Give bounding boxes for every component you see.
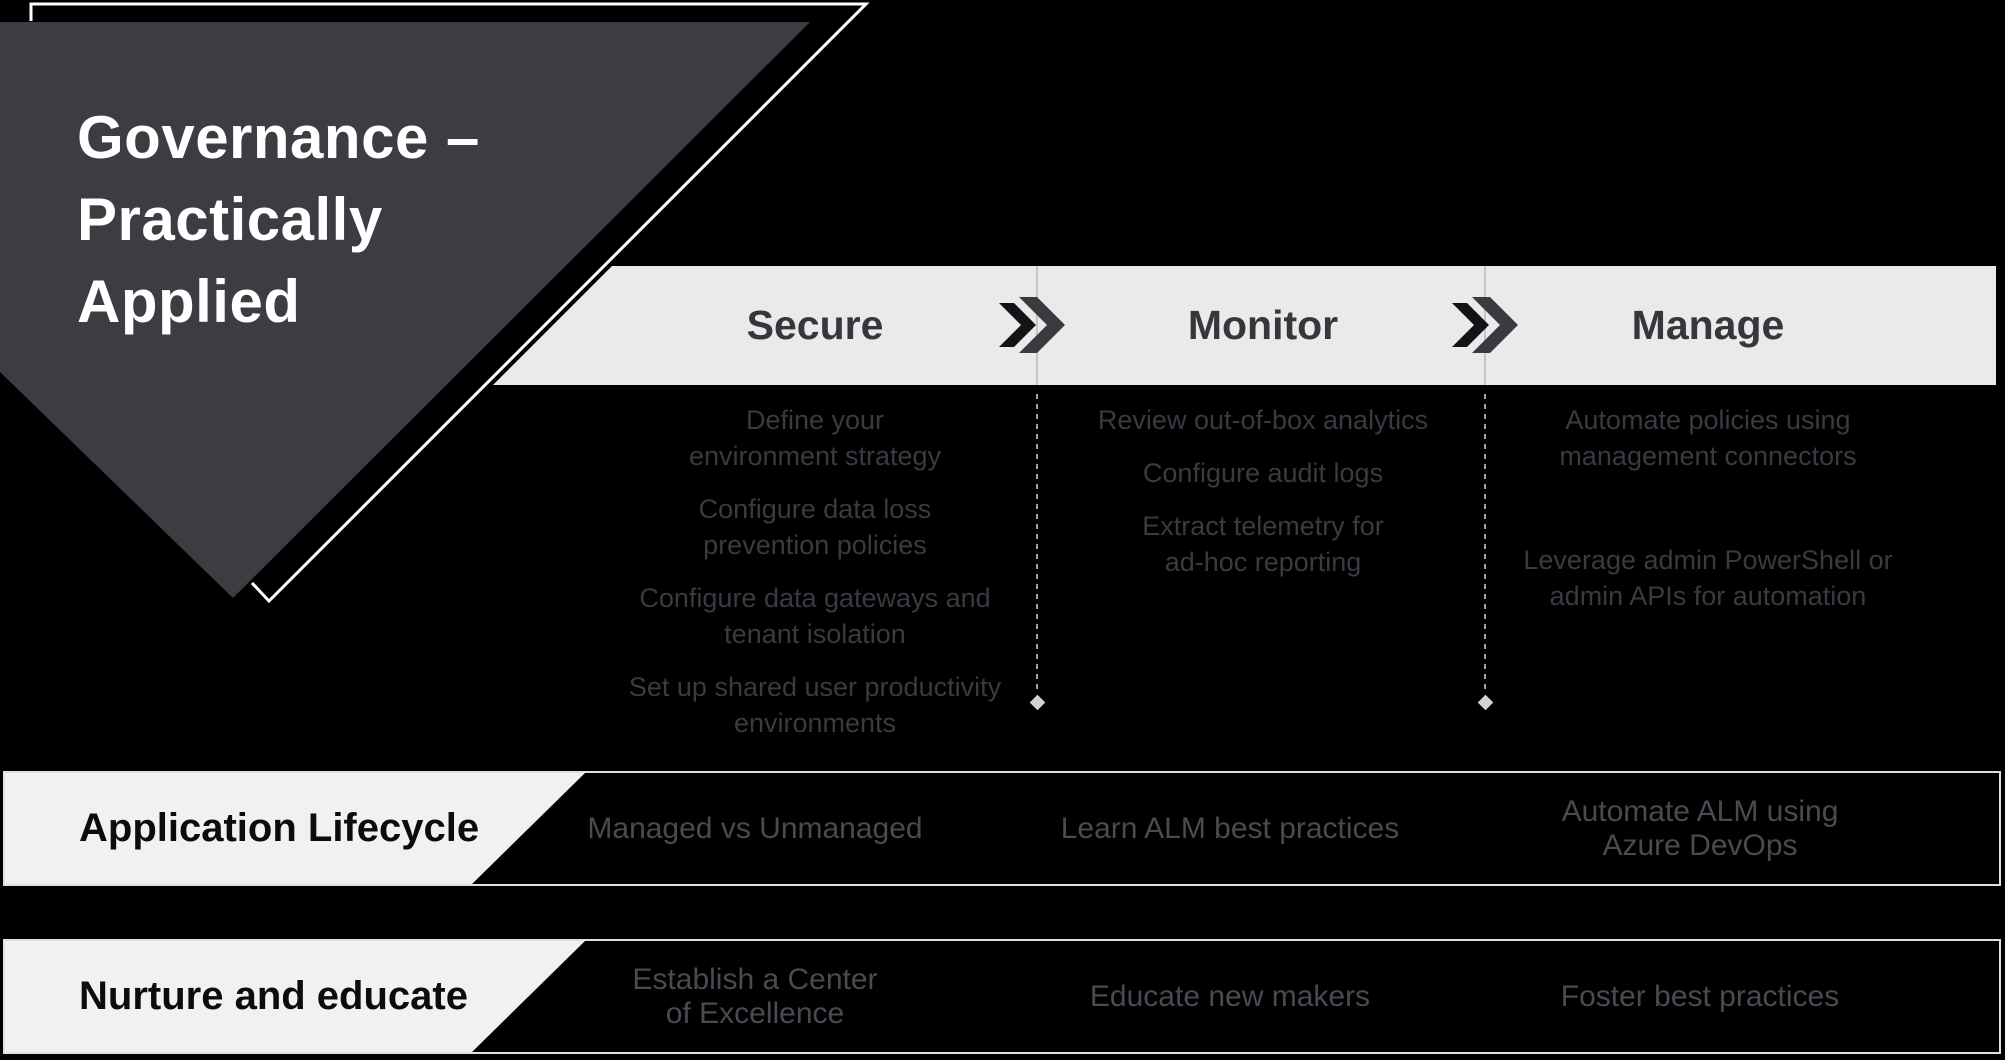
phase-header-band [493,266,1996,385]
row-cell: Foster best practices [1560,979,1840,1013]
row-cell: Educate new makers [1089,979,1371,1013]
row-label-text: Application Lifecycle [79,806,480,850]
phase-monitor-label: Monitor [1188,266,1338,385]
secure-item: Configure data loss prevention policies [698,494,932,560]
title-line-2: Practically [77,186,383,253]
row-label-text: Nurture and educate [79,974,468,1018]
monitor-column: Review out-of-box analytics Configure au… [1048,402,1478,580]
phase-secure-label: Secure [747,266,884,385]
phase-monitor-text: Monitor [1187,302,1339,348]
title-banner-shape [0,22,810,598]
page-title: Governance – Practically Applied [77,97,480,343]
secure-column: Define your environment strategy Configu… [585,402,1045,741]
row-cell: Automate ALM using Azure DevOps [1561,794,1839,862]
row-nurture-and-educate: Nurture and educate Establish a Center o… [3,939,2001,1054]
column-divider [1036,266,1038,385]
dashed-connector [1484,394,1486,692]
row-cell: Learn ALM best practices [1060,811,1400,845]
phase-manage-label: Manage [1632,266,1785,385]
row-application-lifecycle: Application Lifecycle Managed vs Unmanag… [3,771,2001,886]
chevron-right-icon [1452,297,1518,353]
row-cell: Managed vs Unmanaged [587,811,923,845]
title-line-1: Governance – [77,104,480,171]
secure-item: Configure data gateways and tenant isola… [639,583,991,649]
manage-item: Leverage admin PowerShell or admin APIs … [1523,545,1893,611]
secure-item: Set up shared user productivity environm… [628,672,1002,738]
manage-item: Automate policies using management conne… [1559,405,1857,471]
row-cell: Establish a Center of Excellence [632,962,878,1030]
banner-outline [29,2,870,604]
chevron-right-icon [999,297,1065,353]
row-label: Nurture and educate [5,941,585,1052]
phase-secure-text: Secure [746,302,884,348]
secure-item: Define your environment strategy [688,405,942,471]
dashed-connector [1036,394,1038,692]
row-label: Application Lifecycle [5,773,585,884]
phase-manage-text: Manage [1631,302,1785,348]
monitor-item: Review out-of-box analytics [1097,405,1429,435]
manage-column: Automate policies using management conne… [1493,402,1923,614]
monitor-item: Extract telemetry for ad-hoc reporting [1142,511,1384,577]
monitor-item: Configure audit logs [1142,458,1384,488]
title-line-3: Applied [77,268,301,335]
